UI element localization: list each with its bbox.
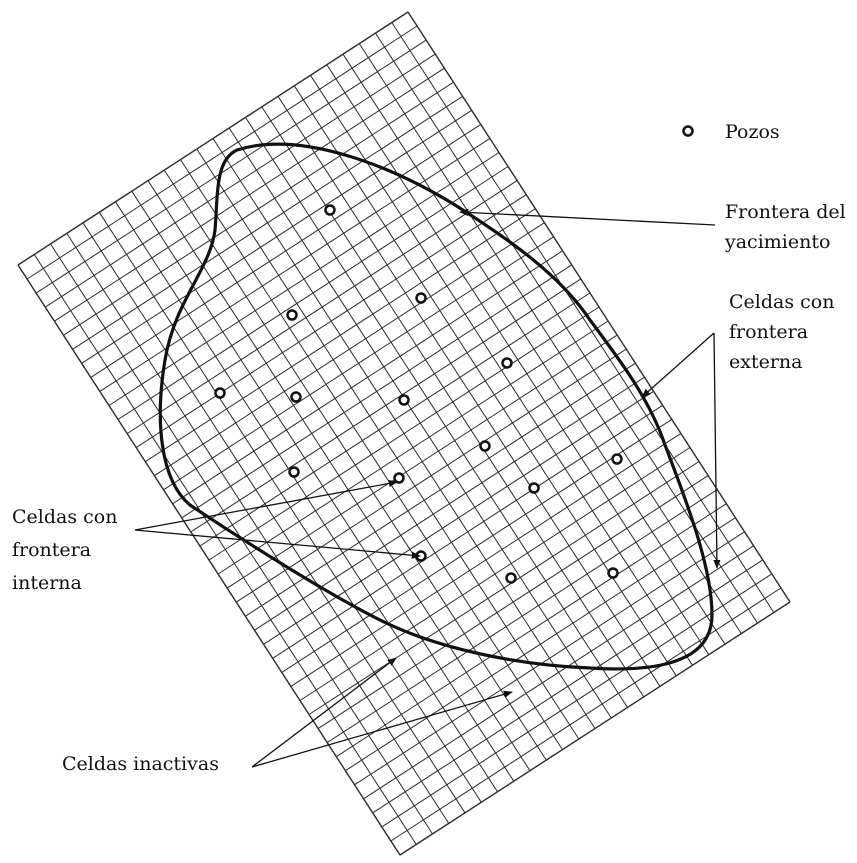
arrow-internal-boundary-2 xyxy=(134,529,421,559)
grid-line xyxy=(363,545,754,800)
reservoir-boundary-curve xyxy=(158,142,714,671)
well-marker xyxy=(324,204,336,216)
grid-line xyxy=(254,376,645,631)
label-internal-boundary-line1: Celdas con xyxy=(12,506,117,528)
grid-line xyxy=(217,320,609,575)
grid-line xyxy=(172,250,563,505)
label-internal-boundary-line2: frontera xyxy=(12,539,91,561)
arrow-internal-boundary-1 xyxy=(134,479,398,531)
well-marker xyxy=(479,440,491,452)
grid-line xyxy=(72,95,463,350)
grid-line xyxy=(372,559,763,814)
grid-line xyxy=(163,236,554,491)
grid-line xyxy=(99,137,491,392)
grid-line xyxy=(326,489,718,744)
grid-line xyxy=(199,292,591,547)
simulation-grid xyxy=(17,11,791,856)
grid-line xyxy=(108,152,500,406)
grid-line xyxy=(90,123,482,378)
arrow-inactive-2 xyxy=(251,690,513,768)
grid-line xyxy=(208,306,600,561)
grid-line xyxy=(390,587,782,842)
grid-line xyxy=(399,601,791,856)
grid-line xyxy=(135,194,527,449)
grid-line xyxy=(181,264,572,519)
grid-line xyxy=(381,573,773,828)
grid-line xyxy=(272,404,663,659)
grid-line xyxy=(317,475,709,730)
label-external-boundary-line3: externa xyxy=(729,351,803,373)
well-marker xyxy=(415,292,427,304)
annotation-labels: Frontera del yacimiento Celdas con front… xyxy=(12,201,846,775)
grid-line xyxy=(35,39,427,294)
grid-line xyxy=(263,390,654,645)
grid-line xyxy=(154,222,545,477)
arrow-external-boundary-1 xyxy=(641,332,715,398)
arrow-external-boundary-2 xyxy=(713,332,721,569)
well-marker xyxy=(528,482,540,494)
well-marker xyxy=(286,309,298,321)
grid-line xyxy=(299,447,691,701)
grid-line xyxy=(336,503,727,758)
grid-line xyxy=(63,81,454,336)
label-reservoir-boundary-line2: yacimiento xyxy=(724,231,830,253)
arrow-inactive-1 xyxy=(251,657,397,768)
grid-line xyxy=(236,348,627,603)
grid-line xyxy=(45,53,436,308)
well-marker xyxy=(607,567,619,579)
wells-layer xyxy=(214,204,623,584)
well-marker xyxy=(611,453,623,465)
label-external-boundary-line1: Celdas con xyxy=(729,291,834,313)
label-reservoir-boundary-line1: Frontera del xyxy=(725,201,846,223)
grid-line xyxy=(245,362,636,617)
well-marker xyxy=(288,466,300,478)
grid-line xyxy=(345,517,736,772)
grid-line xyxy=(81,109,472,364)
grid-line xyxy=(145,208,536,463)
grid-line xyxy=(226,334,618,589)
well-marker xyxy=(214,387,226,399)
grid-line xyxy=(190,278,582,533)
legend-well-icon xyxy=(682,125,694,137)
grid-line xyxy=(26,25,418,280)
grid-line xyxy=(17,11,409,266)
legend-well-label: Pozos xyxy=(725,121,780,143)
grid-line xyxy=(354,531,745,786)
annotation-arrows xyxy=(134,208,721,768)
well-marker xyxy=(393,472,405,484)
grid-line xyxy=(308,461,700,715)
label-inactive-cells: Celdas inactivas xyxy=(62,753,219,775)
well-marker xyxy=(505,572,517,584)
well-marker xyxy=(290,391,302,403)
legend: Pozos xyxy=(682,121,780,143)
arrow-reservoir-boundary xyxy=(459,208,716,226)
grid-line xyxy=(290,432,682,687)
well-marker xyxy=(501,357,513,369)
label-external-boundary-line2: frontera xyxy=(729,321,808,343)
grid-line xyxy=(126,180,518,435)
grid-line xyxy=(117,166,509,420)
well-marker xyxy=(398,394,410,406)
grid-line xyxy=(54,67,445,322)
grid-line xyxy=(281,418,673,673)
label-internal-boundary-line3: interna xyxy=(12,572,82,594)
